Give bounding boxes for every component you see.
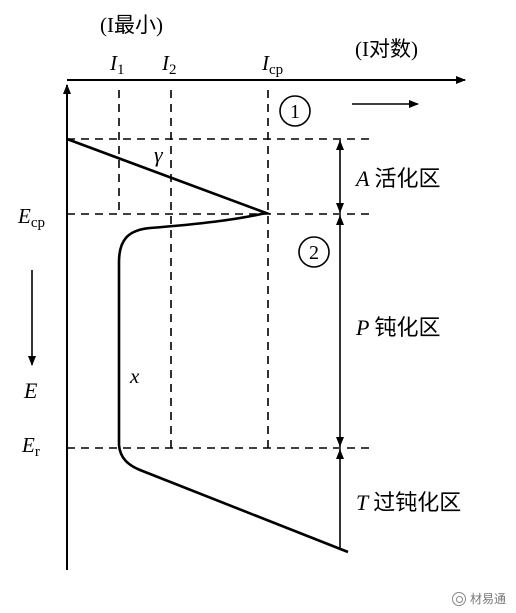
- i1-label: I1: [109, 51, 125, 78]
- circle-two: [298, 236, 330, 268]
- ecp-label: Ecp: [17, 204, 45, 231]
- gamma-label: γ: [154, 142, 164, 167]
- circle-two-label: 2: [309, 242, 319, 264]
- circle-one-label: 1: [290, 101, 300, 123]
- circle-one: [279, 95, 311, 127]
- polarization-curve: [66, 137, 349, 554]
- icp-label: Icp: [261, 51, 283, 78]
- x-label: x: [129, 364, 140, 388]
- watermark: 材易通: [451, 590, 506, 607]
- i-min-label: (I最小): [100, 13, 163, 37]
- wechat-icon: [451, 591, 466, 606]
- er-label: Er: [21, 433, 40, 460]
- e-axis-label: E: [23, 378, 38, 403]
- i-log-label: (I对数): [355, 37, 418, 61]
- i2-label: I2: [161, 51, 177, 78]
- watermark-text: 材易通: [469, 592, 506, 606]
